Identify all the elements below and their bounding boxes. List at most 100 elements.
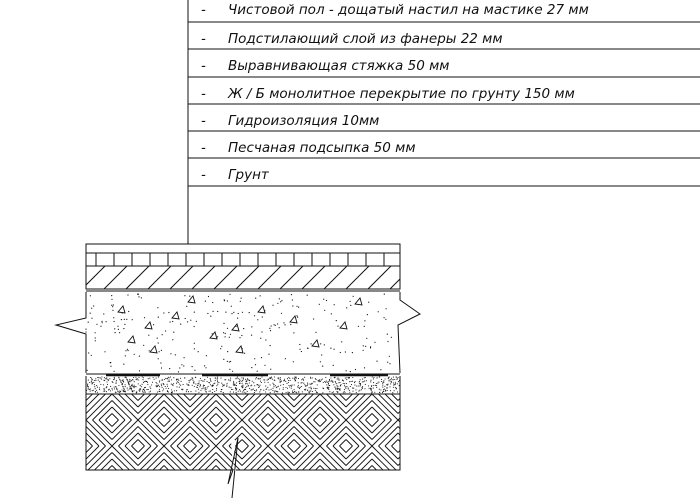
soil-hatch-line [190,492,197,499]
sand-grain [157,376,159,378]
soil-hatch-line [189,394,217,421]
soil-hatch-line [267,413,275,421]
slab-speck [325,299,328,302]
sand-grain [106,381,108,383]
soil-hatch-line [215,394,243,421]
sand-grain [144,391,146,393]
slab-speck [346,307,348,309]
sand-grain [391,379,393,381]
sand-grain [89,389,91,391]
sand-grain [371,391,373,393]
sand-grain [255,378,257,380]
sand-grain [321,378,323,380]
slab-speck [251,367,253,369]
sand-grain [289,386,291,388]
soil-hatch-line [157,465,165,470]
slab-speck [278,298,280,300]
sand-grain [332,381,334,384]
sand-grain [273,391,275,393]
sand-grain [333,384,335,386]
sand-grain [124,386,126,388]
sand-grain [121,379,123,382]
slab-speck [389,363,391,365]
sand-grain [173,377,175,379]
sand-grain [274,390,276,392]
soil-hatch-line [280,432,295,447]
sand-grain [342,392,344,394]
sand-grain [109,390,111,392]
sand-grain [242,377,245,379]
sand-grain [393,390,395,392]
soil-hatch-line [242,492,249,499]
soil-hatch-line [306,419,321,434]
soil-hatch-line [405,453,425,473]
sand-grain [359,389,361,391]
soil-hatch-line [111,458,126,470]
sand-grain [299,386,301,388]
sand-grain [93,381,95,384]
sand-grain [393,383,395,385]
legend-label: Выравнивающая стяжка 50 мм [228,58,450,74]
soil-hatch-line [86,479,106,499]
sand-grain [309,383,311,385]
sand-grain [87,388,89,390]
slab-speck [223,300,226,302]
plywood-hatch-line [389,278,400,289]
soil-hatch-line [345,394,353,401]
sand-grain [175,379,178,381]
sand-grain [234,388,236,390]
soil-hatch-line [164,472,171,479]
sand-grain [389,386,391,388]
slab-speck [362,349,364,351]
sand-grain [389,380,391,382]
slab-speck [227,351,229,353]
slab-speck [298,306,300,308]
sand-grain [143,381,145,383]
soil-hatch-line [293,445,308,460]
sand-grain [245,380,247,382]
slab-speck [283,322,285,324]
soil-hatch-line [241,445,256,460]
soil-hatch-line [112,472,132,492]
sand-grain [121,389,123,391]
sand-grain [277,391,279,393]
sand-grain [314,387,316,390]
sand-grain [287,391,289,393]
soil-hatch-line [345,394,366,414]
sand-grain [277,385,279,387]
soil-hatch-line [241,439,249,447]
soil-hatch-line [268,472,275,479]
slab-speck [179,367,181,369]
sand-grain [288,391,290,394]
slab-speck [268,353,270,355]
soil-hatch-line [397,394,400,421]
sand-grain [86,384,89,386]
slab-speck [256,370,258,372]
soil-hatch-line [288,492,295,499]
slab-speck [205,367,207,369]
sand-grain [300,382,302,384]
sand-grain [133,384,135,386]
sand-grain [387,378,389,380]
soil-hatch-line [92,419,113,440]
sand-grain [377,382,379,384]
sand-grain [279,378,282,380]
sand-grain [385,389,387,391]
legend-label: Чистовой пол - дощатый настил на мастике… [228,2,589,18]
sand-grain [97,377,99,379]
sand-grain [100,383,102,385]
sand-grain [258,386,260,388]
sand-grain [242,378,244,380]
soil-hatch-line [293,445,301,453]
sand-grain [115,386,117,388]
legend-label: Подстилающий слой из фанеры 22 мм [228,31,503,47]
slab-speck [337,325,339,327]
legend-bullet: - [201,58,206,74]
sand-grain [133,376,135,379]
sand-grain [211,385,213,387]
sand-grain [291,391,294,393]
soil-hatch-line [137,445,165,470]
sand-grain [285,386,287,389]
sand-grain [201,388,203,390]
sand-grain [332,380,334,383]
